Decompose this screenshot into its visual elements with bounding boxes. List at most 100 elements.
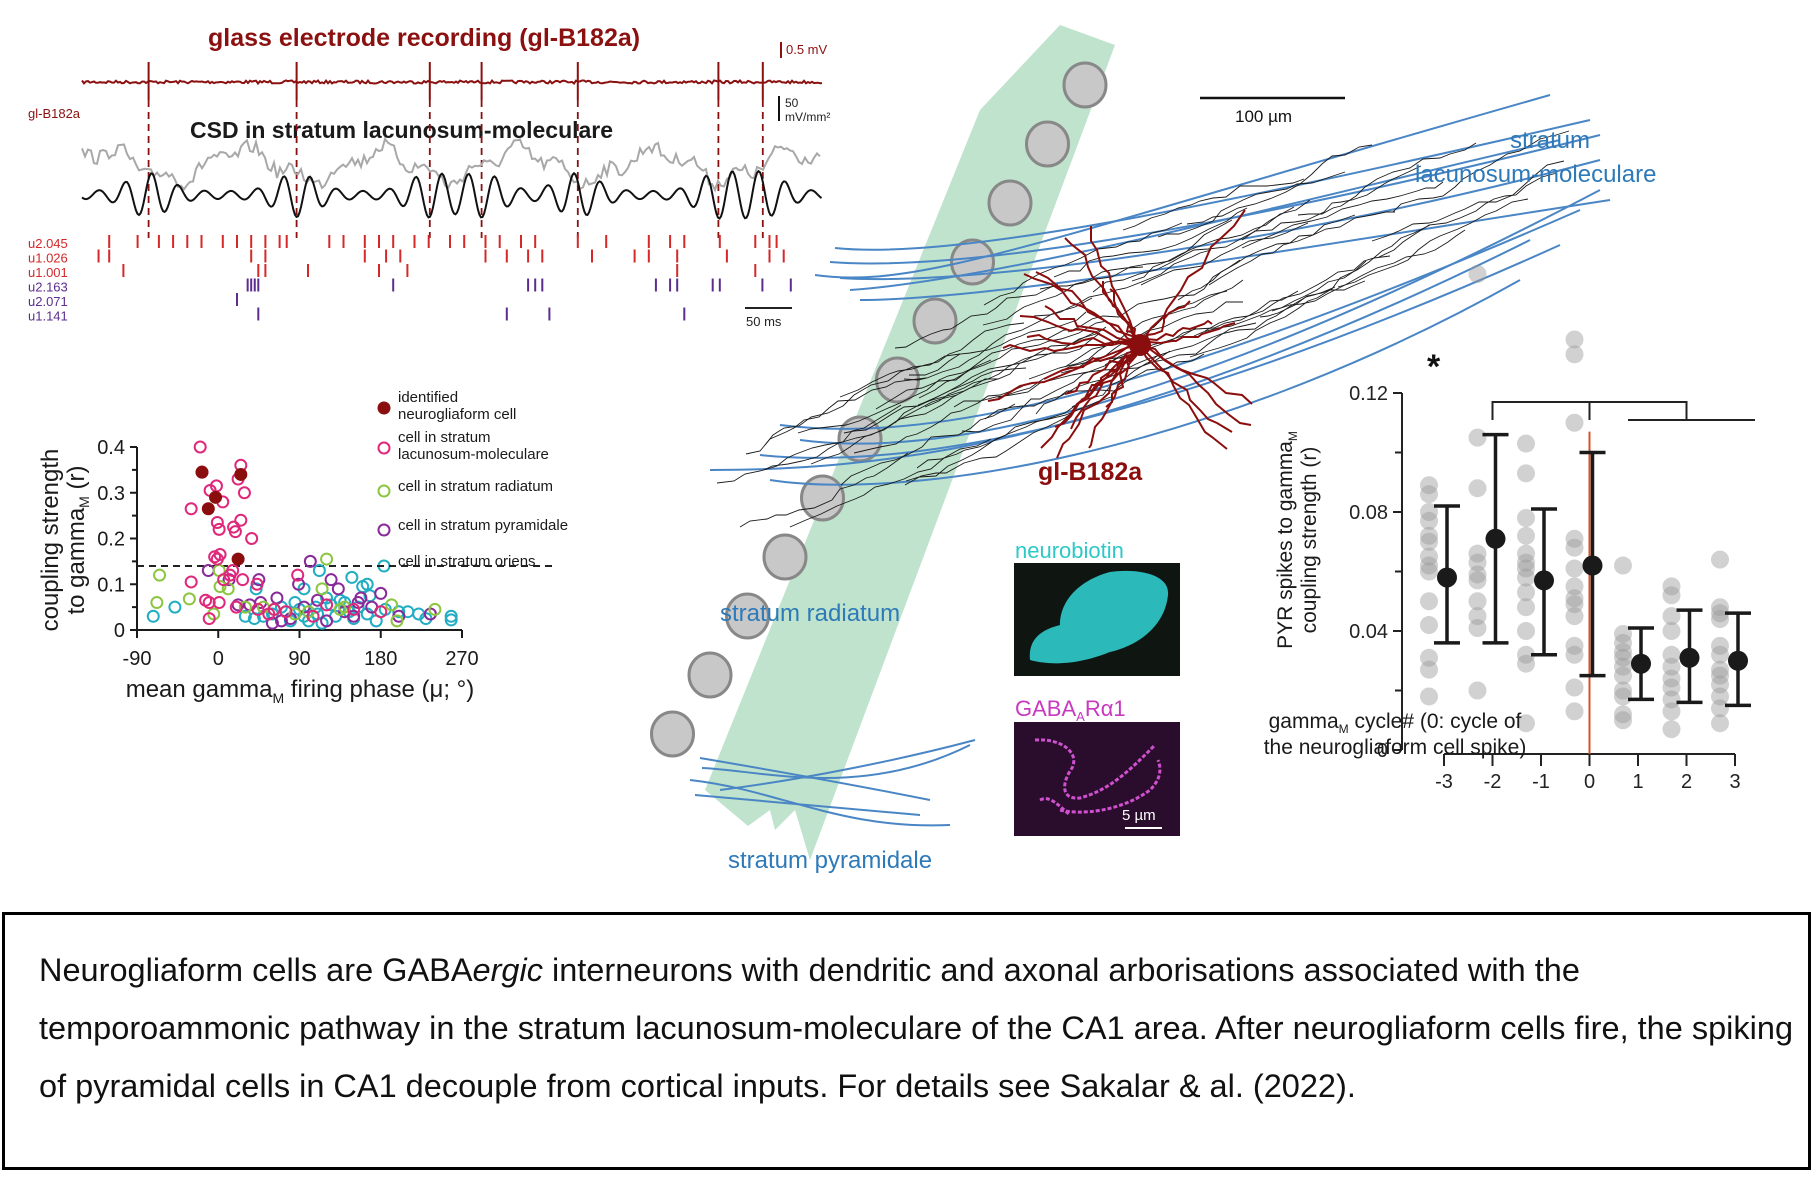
individual-point [1662,678,1681,697]
axon-branch [739,452,909,528]
axon-branch [1157,171,1346,238]
layer-boundary-line [814,94,1551,279]
scatter-point [184,502,198,516]
axon-branch [918,320,1108,399]
strip-x-tick-label: -3 [1435,771,1453,793]
axon-branch [875,329,1080,410]
morphology-panel: 100 µm stratum lacunosum-moleculare stra… [650,25,1656,874]
layer-boundary-line [699,757,931,801]
neurobiotin-soma [1029,570,1169,664]
individual-point [1662,622,1681,640]
scatter-y-tick-label: 0.4 [97,437,125,459]
strip-x-tick-label: 3 [1729,771,1740,793]
mean-point [1679,647,1700,668]
axon-branch [1392,130,1570,213]
dendrite-branch [1105,344,1141,408]
caption-text: Neurogliaform cells are GABAergic intern… [39,941,1799,1115]
axon-branch [917,332,1101,406]
scatter-point [338,600,352,614]
individual-point [1420,485,1438,504]
legend-label: cell in stratum radiatum [398,478,553,495]
axon-branch [1033,249,1212,317]
morphology-scale-label: 100 µm [1235,107,1292,126]
axon-branch [789,438,992,528]
individual-point [1565,577,1584,596]
recording-title: glass electrode recording (gl-B182a) [208,24,640,52]
scatter-point [213,548,227,562]
axon-branch [716,404,902,484]
gaba-label: GABAARα1 [1015,696,1126,724]
layer-boundary-line [839,159,1601,281]
strip-y-tick-label: 0.04 [1349,621,1388,643]
axon-branch [1039,219,1233,290]
scatter-x-tick-label: -90 [123,648,152,670]
axon-branch [1241,165,1422,241]
scatter-point [229,600,243,614]
unit-label: u2.163 [28,280,68,295]
axon-branch [1140,222,1309,286]
scatter-point [320,598,334,612]
mean-point [1534,570,1554,591]
individual-point [1711,660,1729,679]
scatter-point [312,564,326,578]
individual-point [1662,657,1681,676]
axon-branch [894,283,1059,349]
unit-label: u2.045 [28,236,68,251]
individual-point [1420,556,1438,575]
dendrite-branch [1002,340,1141,353]
scatter-point [385,598,399,612]
individual-point [1565,636,1584,655]
scatter-point [236,573,250,587]
layer-label-radiatum: stratum radiatum [720,600,900,627]
legend-label: identified [398,389,458,406]
scatter-point [315,582,329,596]
layer-boundary-line [859,199,1611,301]
individual-point [1614,666,1632,685]
individual-point [1468,681,1487,700]
significance-star: * [1427,348,1441,386]
axon-branch [797,359,992,434]
individual-point [1711,636,1729,655]
axon-branch [953,350,1171,408]
individual-point [1420,687,1438,706]
strip-y-tick-label: 0.12 [1349,383,1388,405]
scatter-point [444,609,458,623]
scatter-point [212,522,226,536]
individual-point [1711,604,1729,623]
individual-point [1517,622,1535,640]
individual-point [1662,577,1681,596]
legend-marker [377,441,391,455]
axon-branch [1122,178,1305,231]
individual-point [1517,645,1535,664]
axon-branch [810,378,999,465]
individual-point [1468,592,1487,611]
dendrite-branch [1026,333,1140,346]
individual-point [1420,616,1438,635]
strip-y-tick-label: 0.08 [1349,502,1388,524]
individual-point [1614,657,1632,676]
electrode-trace [81,78,823,86]
individual-point [1517,508,1535,527]
scatter-point [291,568,305,582]
individual-point [1420,526,1438,545]
layer-boundary-line [719,739,976,791]
layer-boundary-line [769,279,1521,486]
scatter-point [324,573,338,587]
strip-ylabel-line2: coupling strength (r) [1298,447,1321,634]
strip-x-tick-label: -2 [1484,771,1502,793]
scatter-x-tick-label: 90 [288,648,310,670]
scatter-ylabel-line2: to gammaM (r) [63,465,92,614]
significance-bracket [1491,401,1755,421]
scatter-y-tick-label: 0.2 [97,529,125,551]
axon-branch [982,266,1144,326]
individual-point [1420,503,1438,521]
scatter-point [238,609,252,623]
scatter-point [245,532,259,545]
strip-x-tick-label: 1 [1632,771,1643,793]
legend-marker [377,523,391,537]
individual-point [1711,675,1729,694]
scatter-point [182,592,196,606]
scatter-point [210,515,224,529]
individual-point [1468,565,1487,584]
